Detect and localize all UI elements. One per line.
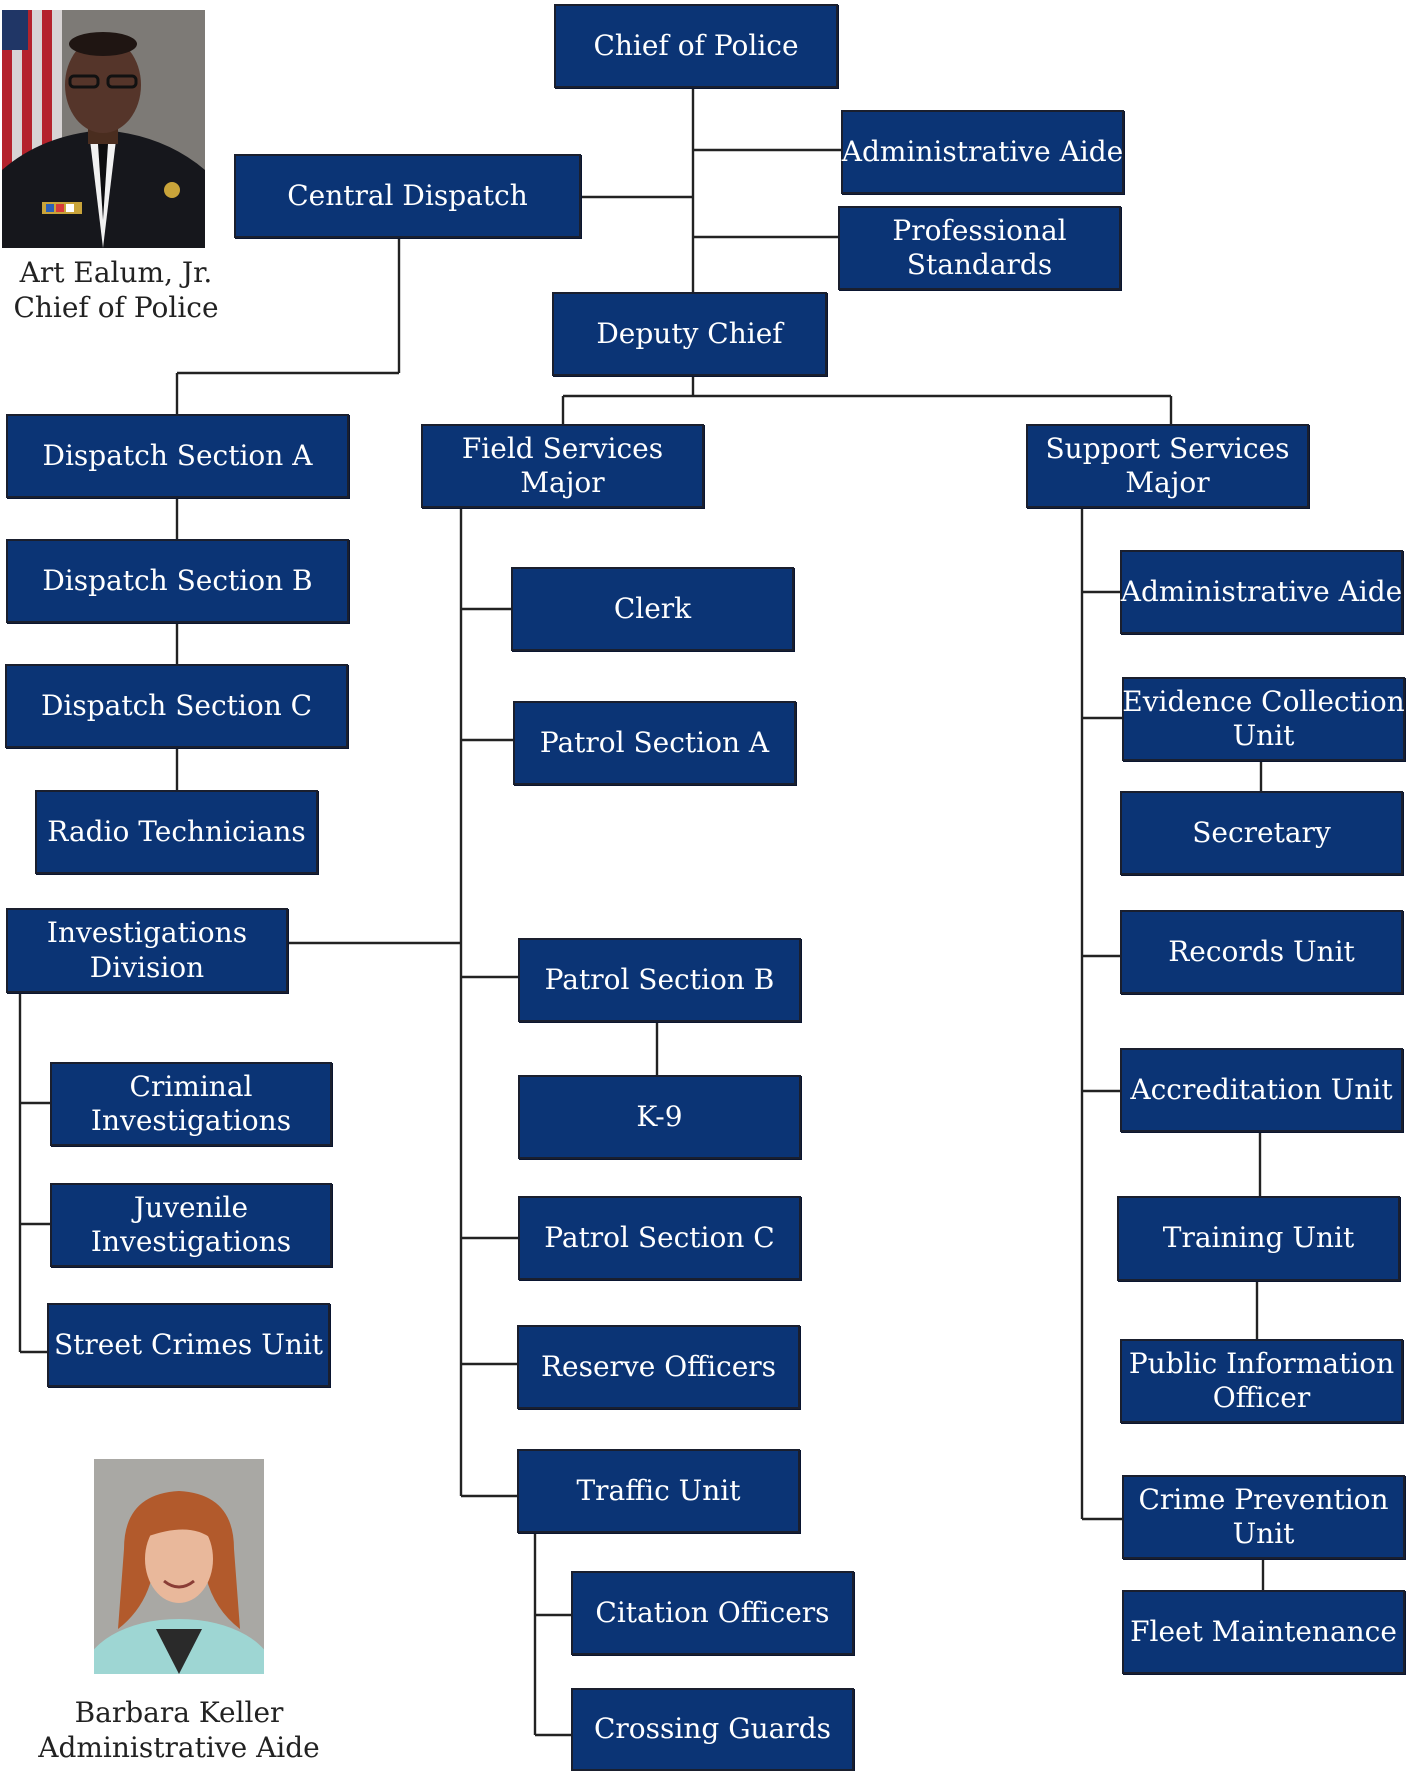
node-dispatch-section-c: Dispatch Section C xyxy=(5,664,348,748)
aide-title: Administrative Aide xyxy=(38,1731,320,1764)
aide-portrait-image xyxy=(94,1459,264,1674)
node-juvenile-investigations-label-line: Investigations xyxy=(90,1225,292,1258)
node-traffic-unit: Traffic Unit xyxy=(517,1449,800,1533)
chief-title: Chief of Police xyxy=(13,291,219,324)
node-dispatch-section-b: Dispatch Section B xyxy=(6,539,349,623)
node-patrol-section-c-label-line: Patrol Section C xyxy=(544,1220,775,1254)
node-evidence-collection-unit-label-line: Evidence Collection xyxy=(1122,684,1405,718)
node-patrol-section-a: Patrol Section A xyxy=(513,701,796,785)
node-field-services-major-label-line: Major xyxy=(520,466,605,499)
node-public-information-officer-label-line: Officer xyxy=(1212,1381,1311,1414)
node-citation-officers-label-line: Citation Officers xyxy=(595,1595,830,1629)
node-training-unit: Training Unit xyxy=(1117,1196,1400,1281)
node-traffic-unit-label-line: Traffic Unit xyxy=(576,1473,741,1507)
node-public-information-officer-label-line: Public Information xyxy=(1128,1346,1395,1380)
node-crime-prevention-unit-label-line: Unit xyxy=(1232,1517,1295,1550)
node-secretary: Secretary xyxy=(1120,791,1403,875)
node-support-services-major-label-line: Major xyxy=(1125,466,1210,499)
node-administrative-aide-support: Administrative Aide xyxy=(1120,550,1403,634)
node-reserve-officers: Reserve Officers xyxy=(517,1325,800,1409)
node-radio-technicians: Radio Technicians xyxy=(35,790,318,874)
node-dispatch-section-a-label-line: Dispatch Section A xyxy=(42,438,313,472)
node-records-unit-label-line: Records Unit xyxy=(1168,934,1355,968)
node-patrol-section-b-label-line: Patrol Section B xyxy=(544,962,775,996)
aide-name: Barbara Keller xyxy=(74,1696,284,1729)
node-professional-standards-label-line: Standards xyxy=(906,248,1053,281)
chief-name: Art Ealum, Jr. xyxy=(19,256,213,289)
node-field-services-major-label-line: Field Services xyxy=(461,431,664,465)
node-clerk-label-line: Clerk xyxy=(613,591,692,625)
node-fleet-maintenance: Fleet Maintenance xyxy=(1122,1590,1405,1674)
node-administrative-aide-top: Administrative Aide xyxy=(841,110,1124,194)
node-investigations-division-label-line: Investigations xyxy=(46,916,248,950)
chief-portrait-image xyxy=(2,10,205,248)
node-patrol-section-b: Patrol Section B xyxy=(518,938,801,1022)
node-accreditation-unit: Accreditation Unit xyxy=(1120,1048,1403,1132)
chief-portrait xyxy=(2,10,205,248)
node-criminal-investigations-label-line: Criminal xyxy=(129,1069,253,1103)
node-dispatch-section-b-label-line: Dispatch Section B xyxy=(42,563,313,597)
node-accreditation-unit-label-line: Accreditation Unit xyxy=(1130,1072,1393,1106)
node-investigations-division-label-line: Division xyxy=(89,950,205,984)
aide-portrait xyxy=(94,1459,264,1674)
node-juvenile-investigations-label-line: Juvenile xyxy=(133,1190,249,1224)
node-crime-prevention-unit-label-line: Crime Prevention xyxy=(1138,1482,1389,1516)
node-fleet-maintenance-label-line: Fleet Maintenance xyxy=(1130,1614,1397,1648)
node-secretary-label-line: Secretary xyxy=(1192,815,1331,849)
node-patrol-section-a-label-line: Patrol Section A xyxy=(539,725,770,759)
node-street-crimes-unit: Street Crimes Unit xyxy=(47,1303,330,1387)
node-training-unit-label-line: Training Unit xyxy=(1162,1221,1355,1255)
node-patrol-section-c: Patrol Section C xyxy=(518,1196,801,1280)
node-k9: K-9 xyxy=(518,1075,801,1159)
node-radio-technicians-label-line: Radio Technicians xyxy=(47,814,306,848)
node-central-dispatch-label-line: Central Dispatch xyxy=(287,178,528,212)
node-deputy-chief: Deputy Chief xyxy=(552,292,827,376)
node-dispatch-section-c-label-line: Dispatch Section C xyxy=(40,688,313,722)
node-professional-standards-label-line: Professional xyxy=(892,213,1067,247)
node-chief-of-police-label-line: Chief of Police xyxy=(593,28,799,62)
node-citation-officers: Citation Officers xyxy=(571,1571,854,1655)
node-criminal-investigations-label-line: Investigations xyxy=(90,1104,292,1137)
node-clerk: Clerk xyxy=(511,567,794,651)
node-administrative-aide-top-label-line: Administrative Aide xyxy=(841,134,1124,168)
node-central-dispatch: Central Dispatch xyxy=(234,154,581,238)
node-dispatch-section-a: Dispatch Section A xyxy=(6,414,349,498)
node-support-services-major-label-line: Support Services xyxy=(1045,431,1290,465)
node-street-crimes-unit-label-line: Street Crimes Unit xyxy=(53,1327,324,1361)
node-chief-of-police: Chief of Police xyxy=(554,4,838,88)
node-reserve-officers-label-line: Reserve Officers xyxy=(540,1349,777,1383)
node-crossing-guards-label-line: Crossing Guards xyxy=(594,1712,831,1746)
node-crossing-guards: Crossing Guards xyxy=(571,1688,854,1771)
node-k9-label-line: K-9 xyxy=(636,1099,683,1133)
node-records-unit: Records Unit xyxy=(1120,910,1403,994)
node-evidence-collection-unit-label-line: Unit xyxy=(1232,719,1295,752)
node-deputy-chief-label-line: Deputy Chief xyxy=(596,316,783,350)
aide-caption: Barbara Keller Administrative Aide xyxy=(26,1695,332,1765)
node-administrative-aide-support-label-line: Administrative Aide xyxy=(1120,574,1403,608)
chief-caption: Art Ealum, Jr. Chief of Police xyxy=(0,255,232,325)
